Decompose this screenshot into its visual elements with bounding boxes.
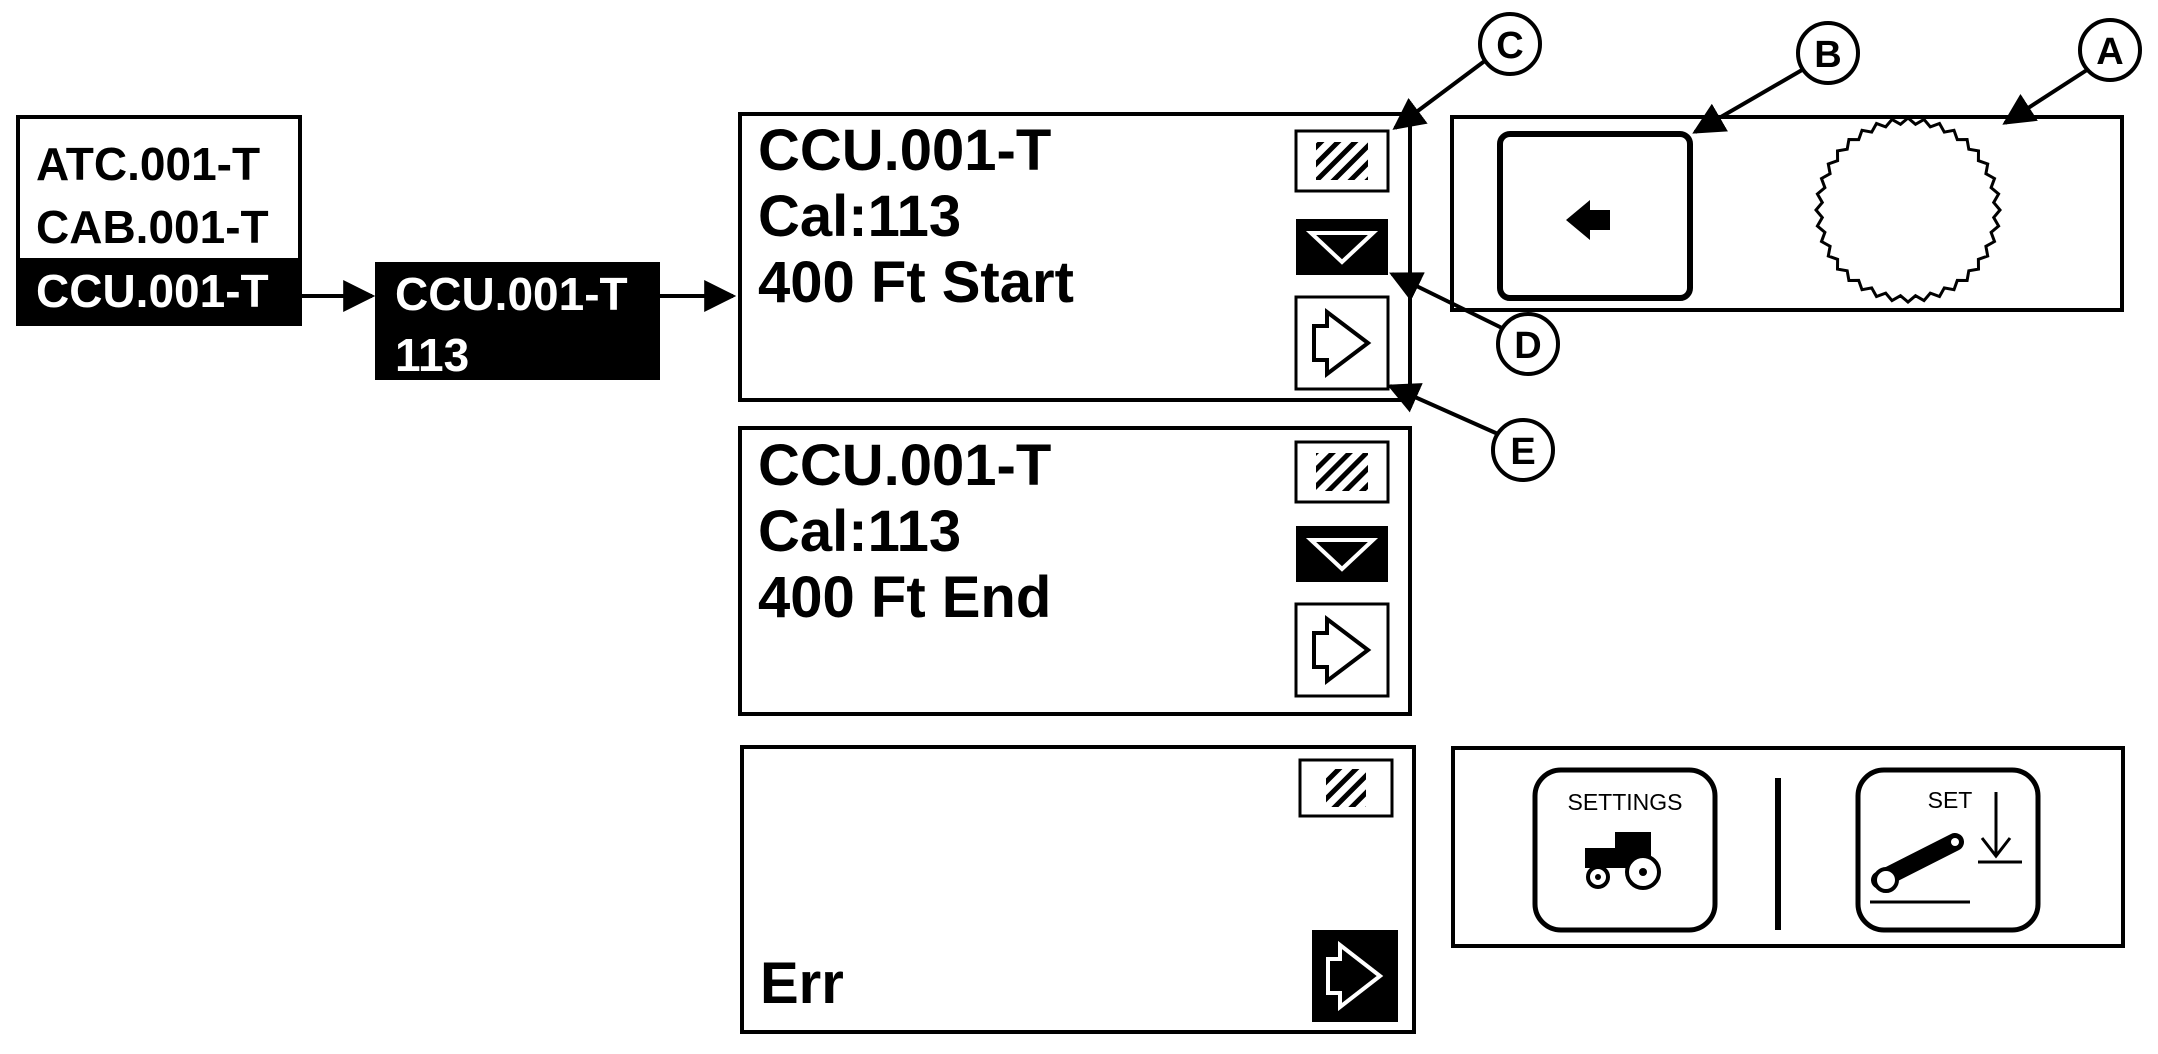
screen-start-line2: Cal:113 [758, 184, 961, 249]
screen-end: CCU.001-T Cal:113 400 Ft End [738, 426, 1412, 716]
callout-b: B [1692, 21, 1860, 134]
control-panel-bottom: SETTINGS SET [1451, 746, 2125, 948]
callout-c: C [1392, 12, 1542, 130]
tractor-icon [1585, 832, 1661, 890]
callout-c-label: C [1496, 25, 1523, 67]
callout-d-label: D [1514, 325, 1541, 367]
set-button[interactable]: SET [1855, 767, 2041, 933]
down-triangle-icon[interactable] [1296, 219, 1388, 275]
callout-b-label: B [1814, 34, 1841, 76]
set-button-label: SET [1928, 787, 1973, 813]
selected-box-name: CCU.001-T [395, 268, 628, 320]
callout-e-label: E [1510, 431, 1535, 473]
screen-start: CCU.001-T Cal:113 400 Ft Start [738, 112, 1412, 402]
selected-box-bg [375, 262, 660, 380]
menu-item-ccu[interactable]: CCU.001-T [36, 265, 269, 317]
screen-end-line2: Cal:113 [758, 499, 961, 564]
screen-error-frame [740, 745, 1416, 1034]
settings-button-label: SETTINGS [1567, 789, 1682, 815]
back-button[interactable] [1497, 131, 1693, 301]
screen-error: Err [740, 745, 1416, 1034]
callout-d: D [1389, 272, 1560, 376]
error-message: Err [760, 951, 844, 1016]
selected-controller-box: CCU.001-T 113 [375, 262, 660, 381]
menu-list: ATC.001-T CAB.001-T CCU.001-T [16, 115, 302, 326]
callout-a-label: A [2096, 31, 2123, 73]
menu-item-atc[interactable]: ATC.001-T [36, 138, 260, 190]
menu-list-selected-bg [18, 258, 300, 324]
cancel-icon[interactable] [1294, 129, 1390, 193]
control-panel-top [1450, 115, 2124, 312]
selected-box-cal: 113 [395, 329, 469, 381]
settings-button[interactable]: SETTINGS [1532, 767, 1718, 933]
enter-arrow-icon[interactable] [1294, 295, 1390, 391]
enter-arrow-icon[interactable] [1312, 930, 1398, 1022]
left-arrow-icon [1566, 200, 1610, 240]
screen-end-line1: CCU.001-T [758, 433, 1051, 498]
hitch-set-icon [1870, 792, 2022, 904]
screen-start-line3: 400 Ft Start [758, 250, 1074, 315]
screen-start-line1: CCU.001-T [758, 118, 1051, 183]
screen-end-line3: 400 Ft End [758, 565, 1051, 630]
cancel-icon[interactable] [1298, 758, 1394, 818]
callout-a: A [2002, 18, 2142, 125]
callout-e: E [1387, 383, 1555, 482]
enter-arrow-icon[interactable] [1294, 602, 1390, 698]
cancel-icon[interactable] [1294, 440, 1390, 504]
menu-item-cab[interactable]: CAB.001-T [36, 201, 269, 253]
rotary-knob-icon[interactable] [1814, 116, 2002, 304]
down-triangle-icon[interactable] [1296, 526, 1388, 582]
